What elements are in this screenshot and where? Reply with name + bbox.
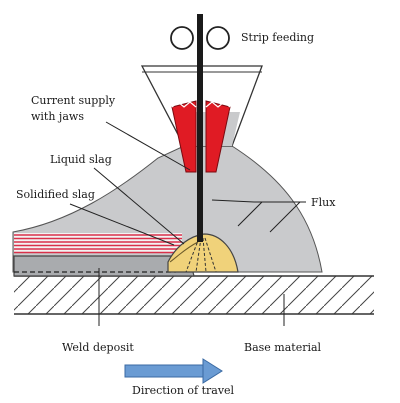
weld-deposit-label: Weld deposit xyxy=(62,341,134,354)
current-supply-label: Current supply xyxy=(31,94,116,107)
strip-feeding-label: Strip feeding xyxy=(241,31,314,44)
reel-icon xyxy=(170,26,230,50)
base-material-label: Base material xyxy=(244,341,322,354)
strip-electrode xyxy=(197,14,203,242)
arrow-right-icon xyxy=(124,358,223,384)
solidified-slag-label: Solidified slag xyxy=(16,188,95,201)
base-material xyxy=(14,275,374,315)
liquid-slag-label: Liquid slag xyxy=(50,153,112,166)
current-supply-label-line2: with jaws xyxy=(31,110,84,123)
current-supply-jaws xyxy=(171,100,231,173)
liquid-slag-pool xyxy=(167,233,239,273)
flux-label: Flux xyxy=(311,196,336,209)
solidified-slag xyxy=(14,233,182,254)
leader-lines xyxy=(69,121,306,326)
direction-of-travel-label: Direction of travel xyxy=(132,384,235,397)
weld-deposit xyxy=(13,255,195,277)
